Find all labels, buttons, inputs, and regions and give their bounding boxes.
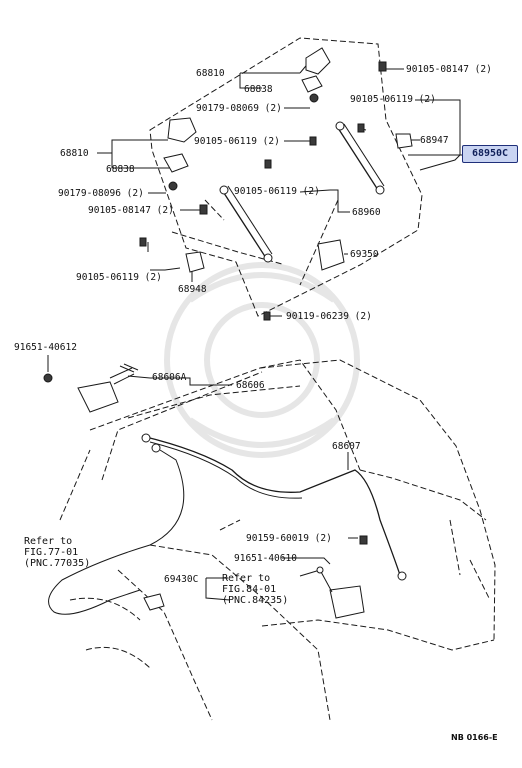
part-label-68606[interactable]: 68606: [236, 380, 265, 391]
part-label-68950c-highlighted[interactable]: 68950C: [462, 145, 518, 163]
part-label-90105-06119[interactable]: 90105-06119 (2): [194, 136, 280, 147]
part-label-68948[interactable]: 68948: [178, 284, 207, 295]
part-label-90105-06119[interactable]: 90105-06119 (2): [234, 186, 320, 197]
opener-cable: [48, 433, 407, 615]
hinge-upper-icon: [305, 47, 331, 75]
part-label-68607[interactable]: 68607: [332, 441, 361, 452]
part-label-90105-06119[interactable]: 90105-06119 (2): [76, 272, 162, 283]
door-lock-icon: [317, 239, 345, 271]
part-label-68838[interactable]: 68838: [106, 164, 135, 175]
part-label-68810[interactable]: 68810: [196, 68, 225, 79]
part-label-68960[interactable]: 68960: [352, 207, 381, 218]
reference-note-fig77[interactable]: Refer to FIG.77-01 (PNC.77035): [24, 536, 90, 569]
reference-line: (PNC.84235): [222, 595, 289, 606]
part-label-69430c[interactable]: 69430C: [164, 574, 199, 585]
part-label-68838[interactable]: 68838: [244, 84, 273, 95]
opener-lever: [43, 363, 139, 413]
lower-parts: [143, 535, 368, 619]
part-label-69350[interactable]: 69350: [350, 249, 379, 260]
part-label-68606a[interactable]: 68606A: [152, 372, 187, 383]
vehicle-body-outline: [59, 359, 496, 721]
reference-note-fig84[interactable]: Refer to FIG.84-01 (PNC.84235): [222, 573, 288, 606]
back-door-outline: [149, 37, 423, 317]
part-label-68810[interactable]: 68810: [60, 148, 89, 159]
part-label-68947[interactable]: 68947: [420, 135, 449, 146]
part-label-91651-40612[interactable]: 91651-40612: [14, 342, 77, 353]
back-door-lock-icon: [329, 585, 365, 619]
upper-parts: [139, 47, 413, 321]
reference-line: Refer to: [222, 573, 271, 584]
watermark-emblem: [164, 262, 360, 458]
reference-line: (PNC.77035): [24, 558, 91, 569]
hinge-lower-icon: [167, 117, 197, 143]
part-label-90159-60019[interactable]: 90159-60019 (2): [246, 533, 332, 544]
reference-line: FIG.77-01: [24, 547, 79, 558]
part-label-91651-40610[interactable]: 91651-40610: [234, 553, 297, 564]
leader-lines: [47, 54, 462, 386]
part-label-90105-08147[interactable]: 90105-08147 (2): [406, 64, 492, 75]
part-label-90105-06119[interactable]: 90105-06119 (2): [350, 94, 436, 105]
part-label-90119-06239[interactable]: 90119-06239 (2): [286, 311, 372, 322]
part-label-90179-08096[interactable]: 90179-08096 (2): [58, 188, 144, 199]
damper-stays: [219, 121, 385, 263]
diagram-code: NB 0166-E: [451, 733, 498, 742]
reference-line: FIG.84-01: [222, 584, 277, 595]
reference-line: Refer to: [24, 536, 73, 547]
part-label-90179-08069[interactable]: 90179-08069 (2): [196, 103, 282, 114]
part-label-90105-08147[interactable]: 90105-08147 (2): [88, 205, 174, 216]
fuel-lid-opener-icon: [143, 593, 165, 611]
